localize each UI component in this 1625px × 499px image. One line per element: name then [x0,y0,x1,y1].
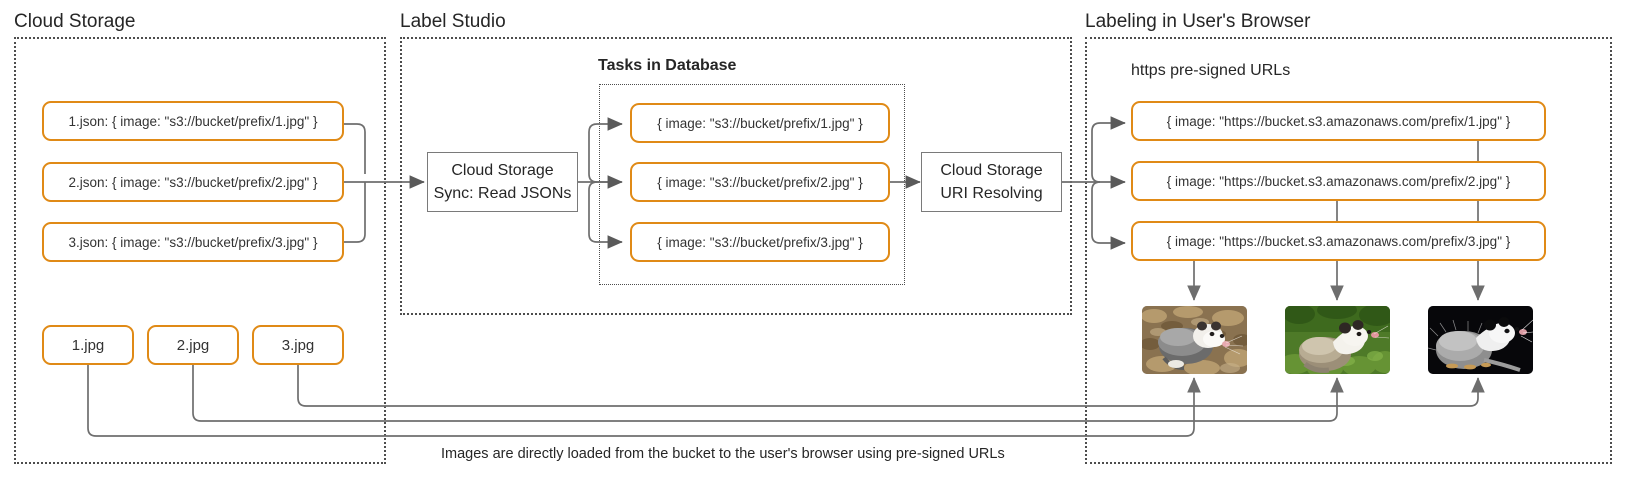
process-line-2: URI Resolving [940,185,1043,202]
opossum-black-background-image [1428,306,1533,374]
presigned-url-label: { image: "https://bucket.s3.amazonaws.co… [1166,233,1511,249]
image-file-label: 1.jpg [71,336,105,354]
image-file-box-2[interactable]: 2.jpg [147,325,239,365]
diagram-caption: Images are directly loaded from the buck… [441,446,1005,462]
process-cloud-storage-sync[interactable]: Cloud Storage Sync: Read JSONs [427,152,578,212]
task-box-2[interactable]: { image: "s3://bucket/prefix/2.jpg" } [630,162,890,202]
json-file-box-1[interactable]: 1.json: { image: "s3://bucket/prefix/1.j… [42,101,344,141]
presigned-url-label: { image: "https://bucket.s3.amazonaws.co… [1166,173,1511,189]
process-line-2: Sync: Read JSONs [433,185,572,202]
group-title-browser: Labeling in User's Browser [1085,11,1311,32]
presigned-url-label: { image: "https://bucket.s3.amazonaws.co… [1166,113,1511,129]
photo-opossum-in-grass [1285,306,1390,374]
image-file-label: 3.jpg [281,336,315,354]
task-box-1[interactable]: { image: "s3://bucket/prefix/1.jpg" } [630,103,890,143]
json-file-label: 2.json: { image: "s3://bucket/prefix/2.j… [68,174,318,190]
opossum-on-leaves-image [1142,306,1247,374]
json-file-label: 3.json: { image: "s3://bucket/prefix/3.j… [68,234,318,250]
photo-opossum-on-leaves [1142,306,1247,374]
task-label: { image: "s3://bucket/prefix/1.jpg" } [657,115,863,131]
process-cloud-storage-uri-resolving[interactable]: Cloud Storage URI Resolving [921,152,1062,212]
json-file-box-3[interactable]: 3.json: { image: "s3://bucket/prefix/3.j… [42,222,344,262]
label-presigned-urls: https pre-signed URLs [1131,62,1291,79]
process-line-1: Cloud Storage [940,161,1043,179]
group-cloud-storage [14,37,386,464]
image-file-box-3[interactable]: 3.jpg [252,325,344,365]
group-label-studio [400,37,1072,315]
task-label: { image: "s3://bucket/prefix/2.jpg" } [657,174,863,190]
group-browser [1085,37,1612,464]
presigned-url-box-2[interactable]: { image: "https://bucket.s3.amazonaws.co… [1131,161,1546,201]
photo-opossum-black-background [1428,306,1533,374]
json-file-box-2[interactable]: 2.json: { image: "s3://bucket/prefix/2.j… [42,162,344,202]
group-title-label-studio: Label Studio [400,11,506,32]
json-file-label: 1.json: { image: "s3://bucket/prefix/1.j… [68,113,318,129]
task-box-3[interactable]: { image: "s3://bucket/prefix/3.jpg" } [630,222,890,262]
presigned-url-box-3[interactable]: { image: "https://bucket.s3.amazonaws.co… [1131,221,1546,261]
opossum-in-grass-image [1285,306,1390,374]
image-file-label: 2.jpg [176,336,210,354]
presigned-url-box-1[interactable]: { image: "https://bucket.s3.amazonaws.co… [1131,101,1546,141]
label-tasks-in-database: Tasks in Database [598,57,737,74]
process-line-1: Cloud Storage [451,161,554,179]
group-title-cloud-storage: Cloud Storage [14,11,136,32]
image-file-box-1[interactable]: 1.jpg [42,325,134,365]
task-label: { image: "s3://bucket/prefix/3.jpg" } [657,234,863,250]
